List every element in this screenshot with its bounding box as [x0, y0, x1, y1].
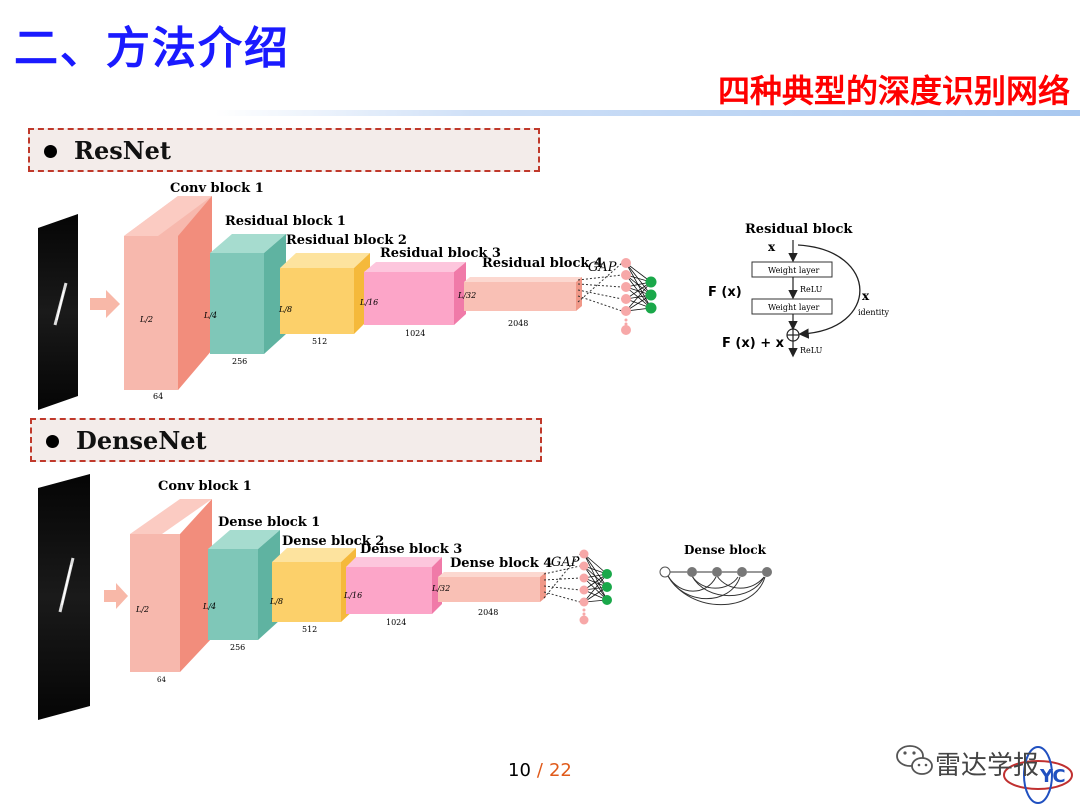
densenet-input-arrow-icon — [104, 583, 128, 609]
resnet-residual-block-1 — [210, 234, 286, 354]
weight-layer-1: Weight layer — [768, 266, 819, 275]
resnet-section-header — [28, 128, 540, 172]
densenet-gap-connections — [543, 549, 612, 625]
residual-fx: F (x) — [708, 285, 742, 300]
densenet-dense-block-2-label: Dense block 2 — [282, 534, 384, 549]
header-divider — [215, 110, 1080, 116]
resnet-dim-label: L/16 — [359, 298, 378, 307]
resnet-residual-block-2 — [280, 253, 370, 334]
brand-logo-icon: YC — [1003, 746, 1073, 804]
resnet-residual-block-1-label: Residual block 1 — [225, 214, 346, 229]
densenet-channel-label: 2048 — [478, 608, 498, 617]
densenet-dim-label: L/2 — [135, 605, 149, 614]
densenet-input-image — [38, 474, 90, 720]
resnet-dim-label: L/8 — [278, 305, 292, 314]
resnet-channel-label: 512 — [312, 337, 327, 346]
densenet-dense-block-1 — [208, 530, 280, 640]
densenet-dim-label: L/32 — [431, 584, 450, 593]
resnet-dim-label: L/32 — [457, 291, 476, 300]
resnet-residual-block-3 — [364, 262, 466, 325]
densenet-dense-block-4 — [438, 572, 546, 602]
resnet-channel-label: 2048 — [508, 319, 528, 328]
densenet-channel-label: 64 — [157, 676, 166, 684]
resnet-channel-label: 256 — [232, 357, 247, 366]
densenet-label: DenseNet — [76, 426, 207, 455]
dense-block-detail: Dense block — [659, 543, 772, 605]
densenet-channel-label: 512 — [302, 625, 317, 634]
weight-layer-2: Weight layer — [768, 303, 819, 312]
densenet-gap-label: GAP — [551, 555, 580, 570]
page-subtitle: 四种典型的深度识别网络 — [717, 72, 1070, 110]
current-page: 10 — [508, 760, 531, 781]
resnet-channel-label: 1024 — [405, 329, 425, 338]
total-pages: 22 — [548, 760, 572, 781]
resnet-conv-block-1 — [124, 196, 212, 390]
densenet-channel-label: 256 — [230, 643, 245, 652]
densenet-dense-block-3 — [346, 557, 442, 614]
densenet-bullet-icon — [46, 435, 59, 448]
resnet-residual-block-4-label: Residual block 4 — [482, 256, 603, 271]
densenet-dense-block-4-label: Dense block 4 — [450, 556, 552, 571]
dense-block-title: Dense block — [684, 543, 767, 557]
densenet-dense-block-3-label: Dense block 3 — [360, 542, 462, 557]
page-separator: / — [536, 760, 543, 781]
page-title: 二、方法介绍 — [14, 23, 290, 74]
resnet-gap-label: GAP — [588, 260, 617, 275]
densenet-dim-label: L/8 — [269, 597, 283, 606]
brand-name: 雷达学报 — [935, 751, 1040, 781]
densenet-dense-block-1-label: Dense block 1 — [218, 515, 320, 530]
densenet-conv-block-1 — [130, 499, 212, 672]
relu-2: ReLU — [800, 346, 823, 355]
relu-1: ReLU — [800, 285, 823, 294]
resnet-input-image — [38, 214, 78, 410]
resnet-residual-block-2-label: Residual block 2 — [286, 233, 407, 248]
resnet-conv-block-label: Conv block 1 — [170, 181, 264, 196]
resnet-residual-block-3-label: Residual block 3 — [380, 246, 501, 261]
residual-identity: identity — [858, 308, 890, 317]
densenet-conv-block-label: Conv block 1 — [158, 479, 252, 494]
resnet-gap-connections — [577, 258, 657, 335]
resnet-label: ResNet — [74, 136, 172, 165]
resnet-channel-label: 64 — [153, 392, 163, 401]
resnet-dim-label: L/2 — [139, 315, 153, 324]
densenet-section-header — [30, 418, 542, 462]
resnet-input-arrow-icon — [90, 290, 120, 318]
densenet-dim-label: L/16 — [343, 591, 362, 600]
densenet-dense-block-2 — [272, 548, 356, 622]
densenet-dim-label: L/4 — [202, 602, 216, 611]
residual-block-title: Residual block — [745, 222, 853, 237]
resnet-residual-block-4 — [464, 277, 582, 311]
resnet-bullet-icon — [44, 145, 57, 158]
resnet-dim-label: L/4 — [203, 311, 217, 320]
wechat-icon — [896, 745, 933, 775]
residual-block-detail: Residual block x Weight layer ReLU Weigh… — [708, 222, 890, 358]
brand-logo-text: YC — [1039, 766, 1066, 787]
page-number: 10/22 — [508, 760, 572, 781]
densenet-channel-label: 1024 — [386, 618, 406, 627]
residual-input-x: x — [768, 240, 776, 254]
residual-fx-plus-x: F (x) + x — [722, 336, 785, 351]
residual-x-side: x — [862, 289, 870, 303]
